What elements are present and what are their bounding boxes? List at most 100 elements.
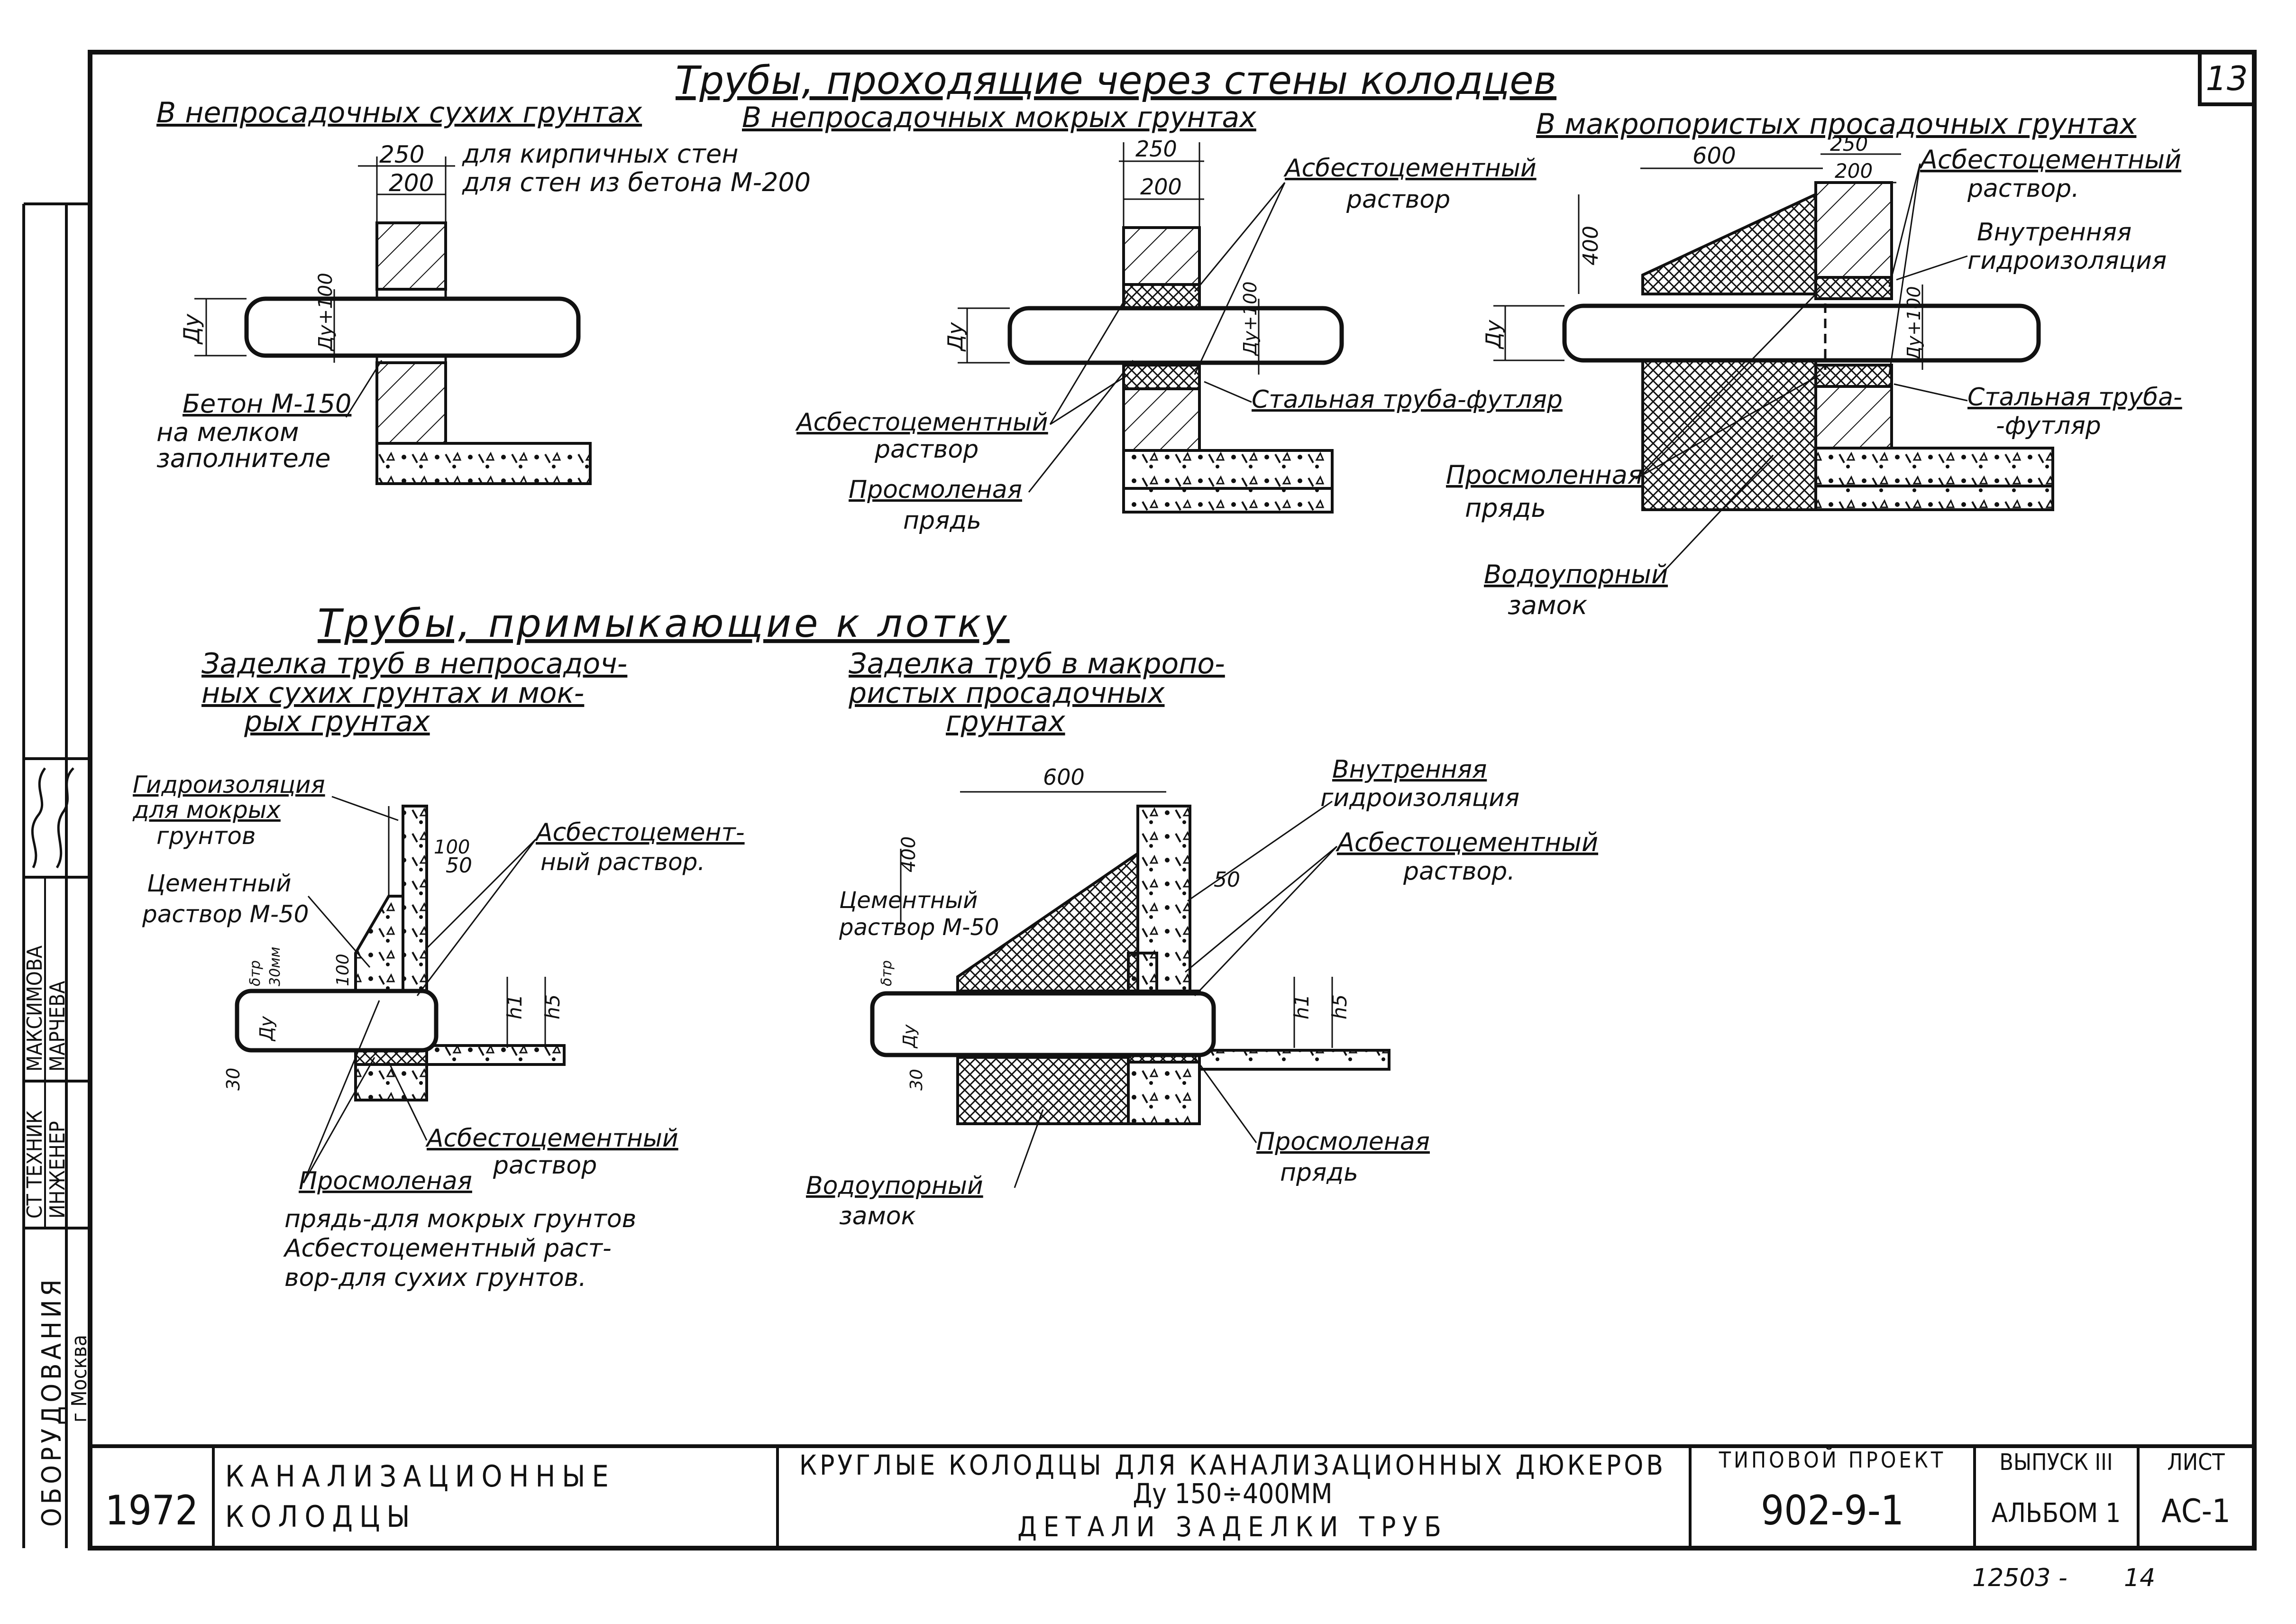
label-asb-top: Асбестоцементный: [1283, 154, 1537, 183]
note-250: для кирпичных стен: [462, 139, 739, 169]
detail-2b-title-3: грунтах: [946, 705, 1065, 738]
label-cement: Цементный: [147, 870, 292, 897]
label-zamok: Водоупорный: [806, 1172, 983, 1200]
label-steel-2: -футляр: [1996, 412, 2101, 440]
label-asb: Асбестоцементный: [1336, 827, 1598, 857]
dim-h5: h5: [1328, 994, 1351, 1019]
du-label: Ду: [179, 313, 204, 345]
detail-2a: Заделка труб в непросадоч- ных сухих гру…: [132, 647, 745, 1292]
title-block: 1972 КАНАЛИЗАЦИОННЫЕ КОЛОДЦЫ КРУГЛЫЕ КОЛ…: [90, 1444, 2254, 1548]
section1-title: Трубы, проходящие через стены колодцев: [676, 58, 1556, 103]
detail-1b: В непросадочных мокрых грунтах 250 200 Д…: [742, 101, 1563, 535]
du-label: Ду: [943, 322, 968, 352]
dim-250: 250: [379, 141, 424, 168]
du-label: Ду: [1482, 320, 1506, 349]
sheet-number: 13: [2205, 59, 2248, 98]
pipe-1a: [244, 296, 581, 358]
label-asb-2: раствор.: [1967, 174, 2079, 203]
label-prjad: Просмоленая: [1256, 1128, 1430, 1156]
label-hydro-2: гидроизоляция: [1320, 784, 1519, 812]
label-hydro: Внутренняя: [1977, 218, 2131, 247]
signature-1: [31, 767, 46, 869]
signature-2: [55, 767, 74, 869]
detail-1c: В макропористых просадочных грунтах 600 …: [1446, 108, 2182, 620]
note-3: вор-для сухих грунтов.: [284, 1264, 586, 1292]
sheet-frame: 13: [22, 50, 2257, 1551]
note-2: Асбестоцементный раст-: [283, 1234, 612, 1263]
label-prjad-2: прядь: [1465, 493, 1546, 523]
dim-btr: δтр: [878, 960, 895, 986]
label-cement-2: раствор М-50: [839, 914, 999, 941]
pipe-2a: [235, 989, 439, 1053]
detail-2b: Заделка труб в макропо- ристых просадочн…: [806, 647, 1598, 1230]
note-1: прядь-для мокрых грунтов: [284, 1205, 636, 1233]
note-200: для стен из бетона М-200: [462, 167, 811, 197]
stamp-org: ОБОРУДОВАНИЯ: [37, 1275, 67, 1527]
sheet-label: ЛИСТ: [2167, 1449, 2225, 1476]
label-asb-top-2: раствор: [1346, 185, 1450, 214]
detail-2b-title-2: ристых просадочных: [848, 677, 1165, 710]
dim-250: 250: [1135, 136, 1177, 162]
dim-30b: 30мм: [267, 947, 284, 986]
label-beton-3: заполнителе: [156, 443, 330, 473]
label-asb-2: ный раствор.: [540, 848, 705, 876]
issue-label: ВЫПУСК III: [1999, 1449, 2113, 1476]
dim-600: 600: [1043, 764, 1085, 790]
stamp-role-2: ИНЖЕНЕР: [46, 1121, 70, 1219]
dim-400: 400: [898, 836, 920, 872]
label-zamok-2: замок: [839, 1202, 916, 1230]
dim-200: 200: [1140, 174, 1182, 200]
label-asb-b-2: раствор: [493, 1151, 597, 1180]
dim-h5: h5: [541, 994, 564, 1019]
name-1: КАНАЛИЗАЦИОННЫЕ: [225, 1459, 615, 1494]
label-hydro: Внутренняя: [1332, 755, 1487, 784]
label-zamok: Водоупорный: [1484, 560, 1668, 589]
detail-2a-title-1: Заделка труб в непросадоч-: [201, 647, 627, 680]
name-2: КОЛОДЦЫ: [225, 1499, 417, 1534]
detail-2a-title-2: ных сухих грунтах и мок-: [201, 677, 584, 710]
dim-h1: h1: [1290, 994, 1313, 1019]
label-prjad-2: прядь: [903, 506, 981, 535]
stamp-city: г Москва: [67, 1335, 91, 1422]
label-hydro-2: гидроизоляция: [1967, 247, 2167, 275]
desc-1: КРУГЛЫЕ КОЛОДЦЫ ДЛЯ КАНАЛИЗАЦИОННЫХ ДЮКЕ…: [799, 1449, 1666, 1481]
desc-2: Ду 150÷400ММ: [1133, 1477, 1332, 1510]
du-label: Ду: [256, 1016, 277, 1042]
detail-1a-title: В непросадочных сухих грунтах: [156, 96, 642, 129]
label-asb: Асбестоцемент-: [534, 818, 745, 847]
bottom-page: 14: [2124, 1564, 2155, 1592]
project-value: 902-9-1: [1761, 1487, 1904, 1534]
dim-100: 100: [434, 836, 470, 858]
label-hydro-2: для мокрых: [132, 796, 281, 824]
side-stamp: ОБОРУДОВАНИЯ г Москва СТ ТЕХНИК ИНЖЕНЕР …: [23, 767, 91, 1527]
sheet-value: АС-1: [2161, 1493, 2231, 1530]
label-hydro-3: грунтов: [156, 822, 256, 850]
pipe-1c: [1562, 303, 2041, 363]
dim-100b: 100: [333, 954, 353, 986]
label-beton: Бетон М-150: [183, 389, 351, 419]
dim-400: 400: [1579, 226, 1603, 266]
label-prjad: Просмоленная: [1446, 460, 1643, 490]
label-steel: Стальная труба-: [1967, 383, 2182, 412]
dim-50: 50: [446, 853, 472, 878]
label-zamok-2: замок: [1508, 590, 1588, 620]
dim-30: 30: [907, 1069, 926, 1091]
label-asb: Асбестоцементный: [1919, 145, 2181, 174]
detail-2b-title-1: Заделка труб в макропо-: [849, 647, 1225, 680]
label-prjad-2: прядь: [1280, 1158, 1358, 1187]
label-cement: Цементный: [839, 887, 978, 914]
dim-200: 200: [389, 169, 434, 197]
stamp-role-1: СТ ТЕХНИК: [23, 1110, 47, 1219]
label-hydro: Гидроизоляция: [133, 771, 325, 798]
dim-h1: h1: [503, 994, 526, 1019]
issue-value: АЛЬБОМ 1: [1992, 1498, 2121, 1529]
label-prjad: Просмоленая: [299, 1167, 472, 1195]
pipe-2b: [870, 991, 1216, 1057]
label-asb-left-2: раствор: [874, 435, 979, 464]
pipe-1b: [1007, 306, 1344, 365]
desc-3: ДЕТАЛИ ЗАДЕЛКИ ТРУБ: [1017, 1511, 1448, 1543]
detail-1a: В непросадочных сухих грунтах 250 200 дл…: [156, 96, 811, 485]
label-cement-2: раствор М-50: [142, 900, 309, 928]
label-steel: Стальная труба-футляр: [1252, 385, 1563, 414]
